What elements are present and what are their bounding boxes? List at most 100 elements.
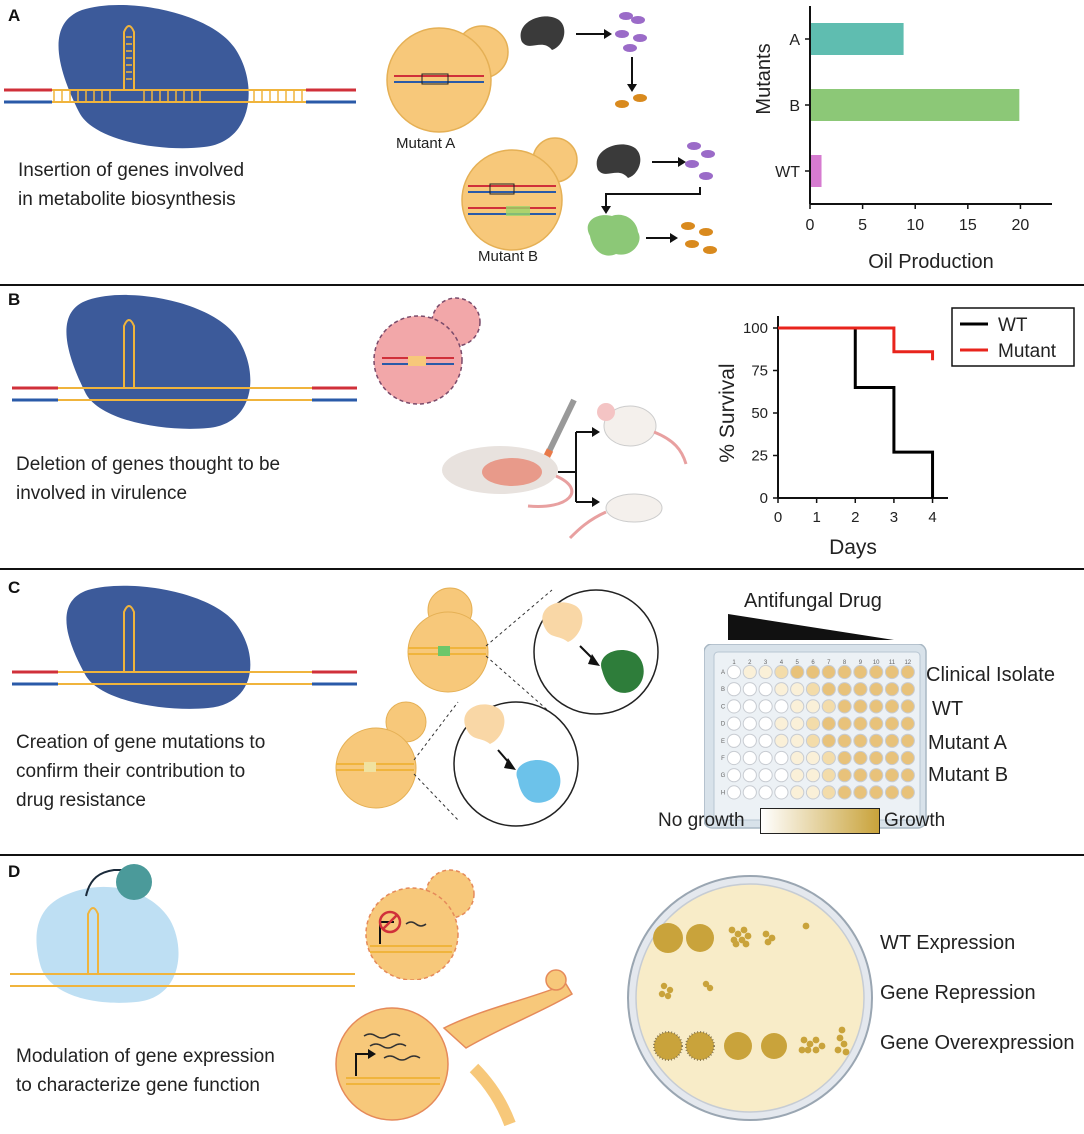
- colony-dot: [728, 926, 736, 934]
- caption-line: in metabolite biosynthesis: [18, 189, 236, 210]
- spot-assay-petri-dish: [627, 875, 873, 1121]
- mutant-a-label: Mutant A: [396, 135, 456, 152]
- y-tick-label: A: [789, 32, 800, 49]
- x-tick-label: 2: [851, 509, 859, 526]
- series-line-mutant: [778, 326, 935, 361]
- plate-col-label: 4: [780, 660, 784, 666]
- colony-dot: [806, 1040, 814, 1048]
- plate-well: [837, 682, 852, 697]
- plate-well: [884, 716, 900, 731]
- panel-letter-b: B: [8, 290, 21, 309]
- plate-well: [805, 716, 821, 731]
- plate-well: [837, 699, 852, 714]
- plate-well: [774, 750, 789, 766]
- plate-well: [837, 785, 852, 800]
- plate-well: [884, 750, 900, 766]
- plate-row-label: B: [721, 687, 725, 693]
- plate-well: [884, 733, 900, 748]
- plate-well: [742, 699, 757, 714]
- label-wt-expression: WT Expression: [880, 932, 1016, 954]
- plate-well: [821, 664, 836, 680]
- drug-gradient-wedge: [728, 614, 894, 640]
- plate-well: [726, 750, 742, 766]
- plate-well: [758, 733, 773, 748]
- plate-well: [853, 682, 868, 697]
- plate-well: [790, 733, 805, 748]
- panel-c-caption: Creation of gene mutations to confirm th…: [16, 728, 265, 815]
- plate-well: [790, 750, 805, 766]
- plate-col-label: 11: [889, 660, 896, 666]
- plate-well: [742, 733, 757, 748]
- y-tick-label: WT: [775, 164, 800, 181]
- caption-line: involved in virulence: [16, 483, 188, 504]
- plate-col-label: 2: [748, 660, 752, 666]
- colony-dot: [734, 930, 742, 938]
- plate-well: [821, 768, 836, 783]
- scale-no-growth-label: No growth: [658, 810, 745, 831]
- plate-well: [900, 699, 915, 714]
- plate-well: [869, 785, 884, 800]
- panel-divider-ab: [0, 284, 1084, 286]
- x-tick-label: 20: [1012, 217, 1030, 234]
- dcas9-effector-complex: [10, 864, 355, 1003]
- plate-row-label: F: [721, 756, 725, 762]
- colony-dot: [702, 980, 710, 988]
- colony-spot: [685, 1031, 715, 1061]
- caption-line: Modulation of gene expression: [16, 1046, 275, 1067]
- plate-col-label: 9: [859, 660, 863, 666]
- y-tick-label: 50: [751, 405, 768, 422]
- x-tick-label: 15: [959, 217, 977, 234]
- cas9-complex-c: [12, 585, 357, 709]
- plate-well: [805, 785, 821, 800]
- plate-well: [726, 768, 742, 783]
- plate-well: [821, 785, 836, 800]
- plate-well: [821, 733, 836, 748]
- repressed-yeast-cell: [365, 869, 475, 980]
- plate-row-label: E: [721, 739, 725, 745]
- x-tick-label: 0: [806, 217, 815, 234]
- plate-well: [821, 699, 836, 714]
- plate-well: [869, 716, 884, 731]
- plate-col-label: 12: [904, 660, 911, 666]
- x-axis-title: Days: [829, 536, 877, 559]
- plate-well: [805, 733, 821, 748]
- x-axis-title: Oil Production: [868, 251, 994, 273]
- plate-col-label: 8: [843, 660, 847, 666]
- plate-well: [742, 682, 757, 697]
- plate-well: [742, 768, 757, 783]
- label-gene-repression: Gene Repression: [880, 982, 1036, 1004]
- plate-well: [821, 716, 836, 731]
- plate-well: [726, 664, 742, 680]
- plate-well: [900, 733, 915, 748]
- plate-col-label: 10: [873, 660, 880, 666]
- panel-letter-a: A: [8, 6, 21, 25]
- colony-dot: [836, 1034, 844, 1042]
- plate-well: [790, 682, 805, 697]
- plate-well: [774, 716, 789, 731]
- y-tick-label: B: [789, 98, 800, 115]
- colony-dot: [664, 992, 672, 1000]
- plate-well: [758, 716, 773, 731]
- plate-well: [790, 716, 805, 731]
- colony-dot: [804, 1046, 812, 1054]
- plate-well: [758, 682, 773, 697]
- plate-well: [774, 682, 789, 697]
- x-tick-label: 0: [774, 509, 782, 526]
- bar-b: [811, 89, 1020, 121]
- hyphal-overexpressing-cell: [335, 969, 574, 1127]
- plate-well: [900, 716, 915, 731]
- plate-row-label: D: [721, 722, 726, 728]
- antifungal-drug-label: Antifungal Drug: [744, 590, 882, 612]
- plate-well: [774, 785, 789, 800]
- plate-well: [726, 699, 742, 714]
- plate-row-label: A: [721, 670, 725, 676]
- panel-divider-bc: [0, 568, 1084, 570]
- colony-dot: [802, 922, 810, 930]
- plate-well: [821, 682, 836, 697]
- plate-well: [837, 733, 852, 748]
- plate-well: [726, 785, 742, 800]
- plate-well: [869, 682, 884, 697]
- pathway-a: [520, 12, 647, 108]
- colony-dot: [666, 986, 674, 994]
